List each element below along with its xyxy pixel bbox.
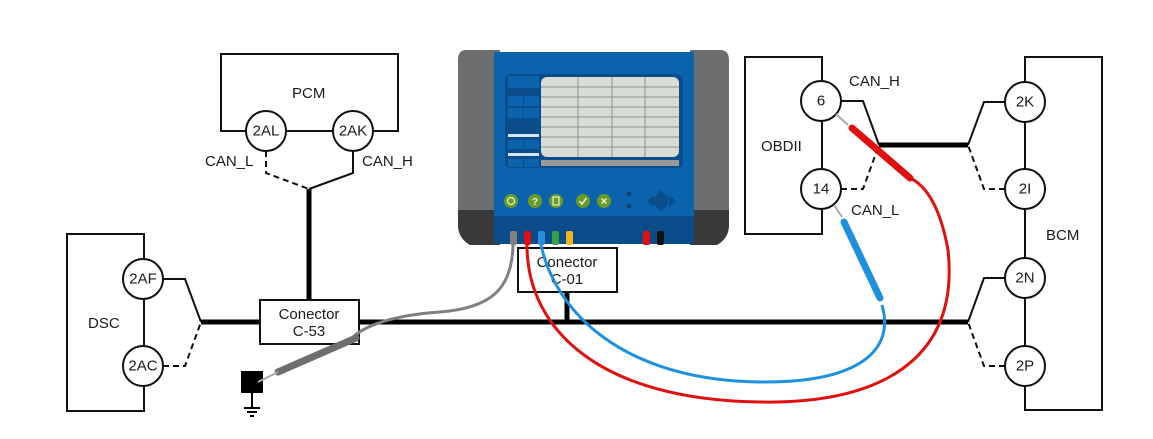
gray-probe-body[interactable]	[274, 334, 360, 376]
bcm-label: BCM	[1046, 227, 1079, 244]
obd-label: OBDII	[761, 138, 802, 155]
dsc-can-h-wire	[163, 278, 202, 323]
ground-icon	[244, 407, 260, 417]
bcm-2p-wire	[967, 321, 1005, 367]
dsc-module: DSC 2AF 2AC	[66, 233, 202, 412]
connector-c53: Conector C-53	[259, 299, 360, 345]
red-probe-tip	[835, 113, 849, 126]
connector-c01-line2: C-01	[551, 271, 584, 288]
obd-module: OBDII 6 14 CAN_H CAN_L	[744, 56, 968, 235]
device-left-grip	[458, 50, 500, 245]
obd-pin-6-label: 6	[817, 93, 825, 110]
connector-c01: Conector C-01	[517, 247, 618, 293]
port-green[interactable]	[552, 231, 559, 245]
dpad-arrows-icon[interactable]	[647, 190, 676, 212]
help-button[interactable]: ?	[528, 194, 542, 208]
red-probe-body[interactable]	[848, 124, 914, 182]
ports-left	[510, 231, 573, 245]
dsc-can-l-wire	[163, 321, 202, 367]
dsc-label: DSC	[88, 315, 120, 332]
ports-right	[643, 231, 664, 245]
port-blue[interactable]	[538, 231, 545, 245]
ground-terminal	[241, 371, 263, 417]
bcm-pin-2i-label: 2I	[1019, 181, 1032, 198]
blue-probe-body[interactable]	[840, 218, 884, 302]
port-red[interactable]	[524, 231, 531, 245]
bcm-2i-wire	[967, 144, 1005, 190]
pcm-can-l-wire	[265, 151, 310, 190]
power-icon	[506, 196, 516, 206]
gray-probe-tip	[257, 371, 279, 383]
red-probe-cable	[525, 176, 951, 404]
obd-can-h-label: CAN_H	[849, 73, 900, 90]
dsc-pin-2af-label: 2AF	[129, 271, 157, 288]
bcm-pin-2n-label: 2N	[1015, 270, 1034, 287]
check-icon	[578, 197, 588, 206]
obd-can-h-wire	[841, 100, 880, 146]
connector-c53-line1: Conector	[279, 306, 340, 323]
document-icon	[552, 196, 560, 206]
port-yellow[interactable]	[566, 231, 573, 245]
connector-c53-box[interactable]	[259, 299, 360, 345]
port-gray[interactable]	[510, 231, 517, 245]
document-button[interactable]	[549, 194, 563, 208]
indicator-dot-bottom	[626, 203, 632, 209]
blue-probe-tip	[833, 204, 843, 218]
obd-can-l-wire	[841, 144, 880, 190]
port-red-right[interactable]	[643, 231, 650, 245]
cancel-button[interactable]	[597, 194, 611, 208]
device-screen-grid	[541, 77, 679, 157]
connector-c53-line2: C-53	[293, 323, 326, 340]
port-black-right[interactable]	[657, 231, 664, 245]
pcm-module: PCM 2AL 2AK CAN_L CAN_H	[205, 53, 413, 302]
bcm-pin-2p-label: 2P	[1016, 358, 1034, 375]
scan-tool-device: ?	[458, 50, 729, 245]
bcm-2n-wire	[967, 277, 1005, 323]
connector-c01-line1: Conector	[537, 254, 598, 271]
gray-probe-cable	[350, 244, 515, 340]
device-right-grip	[690, 50, 729, 245]
ground-block[interactable]	[241, 371, 263, 393]
pcm-can-h-label: CAN_H	[362, 153, 413, 170]
dsc-pin-2ac-label: 2AC	[128, 358, 157, 375]
blue-probe-cable	[539, 244, 887, 384]
connector-c01-box[interactable]	[517, 247, 618, 293]
pcm-can-l-label: CAN_L	[205, 153, 253, 170]
confirm-button[interactable]	[576, 194, 590, 208]
pcm-pin-2ak-label: 2AK	[339, 123, 367, 140]
device-status-bar	[541, 160, 679, 166]
pcm-can-h-wire	[308, 151, 354, 190]
bcm-module: BCM 2K 2I 2N 2P	[967, 56, 1103, 411]
indicator-dot-top	[626, 191, 632, 197]
help-icon: ?	[532, 197, 538, 208]
x-icon	[600, 197, 608, 205]
obd-pin-14-label: 14	[813, 181, 830, 198]
bcm-pin-2k-label: 2K	[1016, 94, 1034, 111]
power-button[interactable]	[504, 194, 518, 208]
pcm-label: PCM	[292, 85, 325, 102]
pcm-pin-2al-label: 2AL	[253, 123, 280, 140]
bcm-2k-wire	[967, 101, 1005, 146]
obd-can-l-label: CAN_L	[851, 202, 899, 219]
